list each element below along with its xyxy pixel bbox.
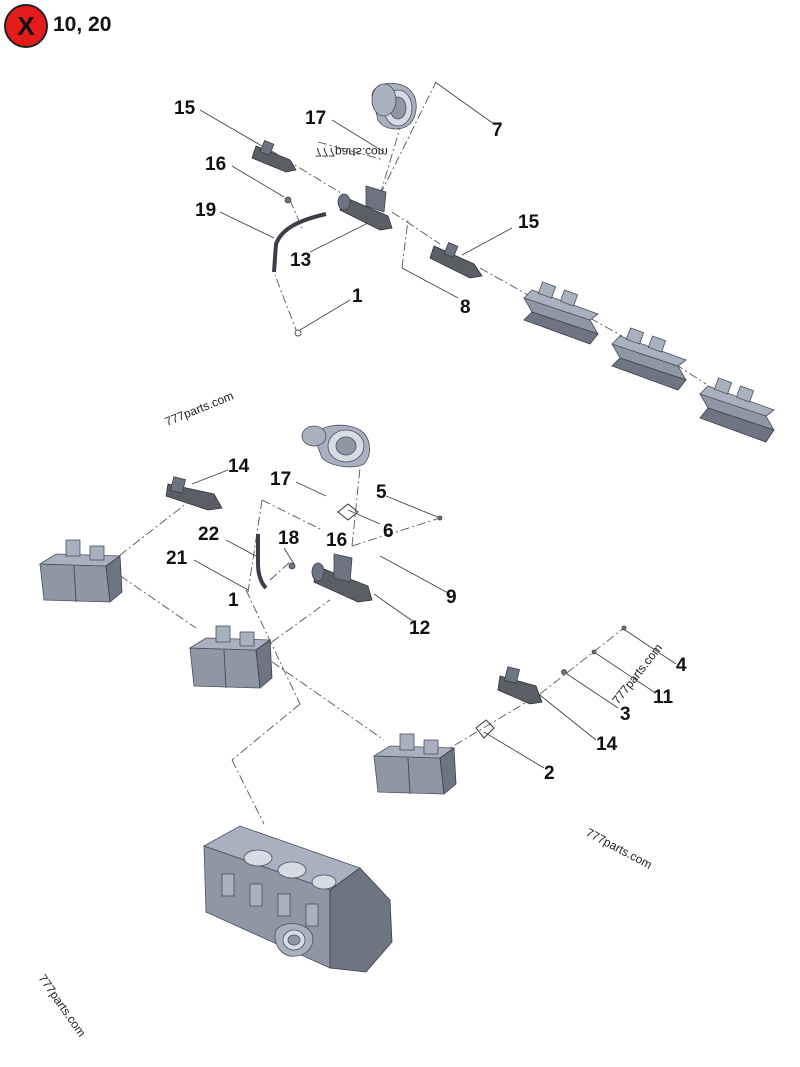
callout-16: 16 [205,154,226,175]
callout-17: 17 [270,469,291,490]
callout-17: 17 [305,108,326,129]
lower-bolt-5 [437,515,443,521]
badge-symbol: X [17,11,35,41]
upper-bolt [284,196,292,204]
callout-18: 18 [278,528,299,549]
callout-7: 7 [492,120,503,141]
callout-14b: 14 [596,734,618,755]
lower-gasket-2 [475,719,495,739]
callout-1: 1 [228,590,239,611]
upper-leaders [199,81,707,385]
lower-turbocharger [301,424,370,468]
callout-19: 19 [195,200,216,221]
cylinder-head-pair-1 [38,539,123,603]
upper-turbocharger [371,82,417,130]
lower-gasket-6 [337,503,359,521]
callout-1: 1 [352,286,363,307]
callout-4: 4 [676,655,687,676]
lower-bolt-16 [288,562,296,570]
upper-turbine-housing [337,185,393,231]
callout-14: 14 [228,456,250,477]
lower-leaders [105,467,677,825]
lower-oil-drain-tube [256,534,268,590]
callout-15b: 15 [518,212,540,233]
callout-15: 15 [174,98,196,119]
watermark: 777parts.com [163,389,236,429]
upper-manifold-section-3 [699,377,775,443]
lower-turbine-housing [311,553,373,603]
cylinder-head-pair-3 [372,733,457,795]
badge-label: 10, 20 [53,13,111,36]
callout-12: 12 [409,618,430,639]
upper-manifold-section-1 [523,281,599,345]
watermark: 777parts.com [36,972,89,1040]
upper-oil-drain-tube [272,212,327,273]
upper-manifold-section-2 [611,327,687,391]
callout-11: 11 [653,687,674,708]
lower-elbow-right [497,666,543,705]
watermark: 777parts.com [584,825,655,871]
engine-block [203,825,393,973]
lower-bolt-4 [621,625,627,631]
upper-elbow-left [251,140,297,173]
callout-21: 21 [166,548,188,569]
callout-8: 8 [460,297,471,318]
callout-22: 22 [198,524,219,545]
callout-6: 6 [383,521,394,542]
lower-stud-3 [561,669,567,675]
option-badge: X [4,4,48,48]
cylinder-head-pair-2 [188,625,273,689]
lower-washer-11 [591,649,597,655]
lower-elbow-left [165,476,223,511]
callout-16: 16 [326,530,347,551]
badge-circle [4,4,48,48]
callout-2: 2 [544,763,555,784]
callout-5: 5 [376,482,387,503]
upper-fitting [294,329,302,337]
callout-3: 3 [620,704,631,725]
callout-13: 13 [290,250,311,271]
watermark: 777parts.com [315,145,388,159]
upper-elbow-right [429,242,483,279]
callout-9: 9 [446,587,457,608]
